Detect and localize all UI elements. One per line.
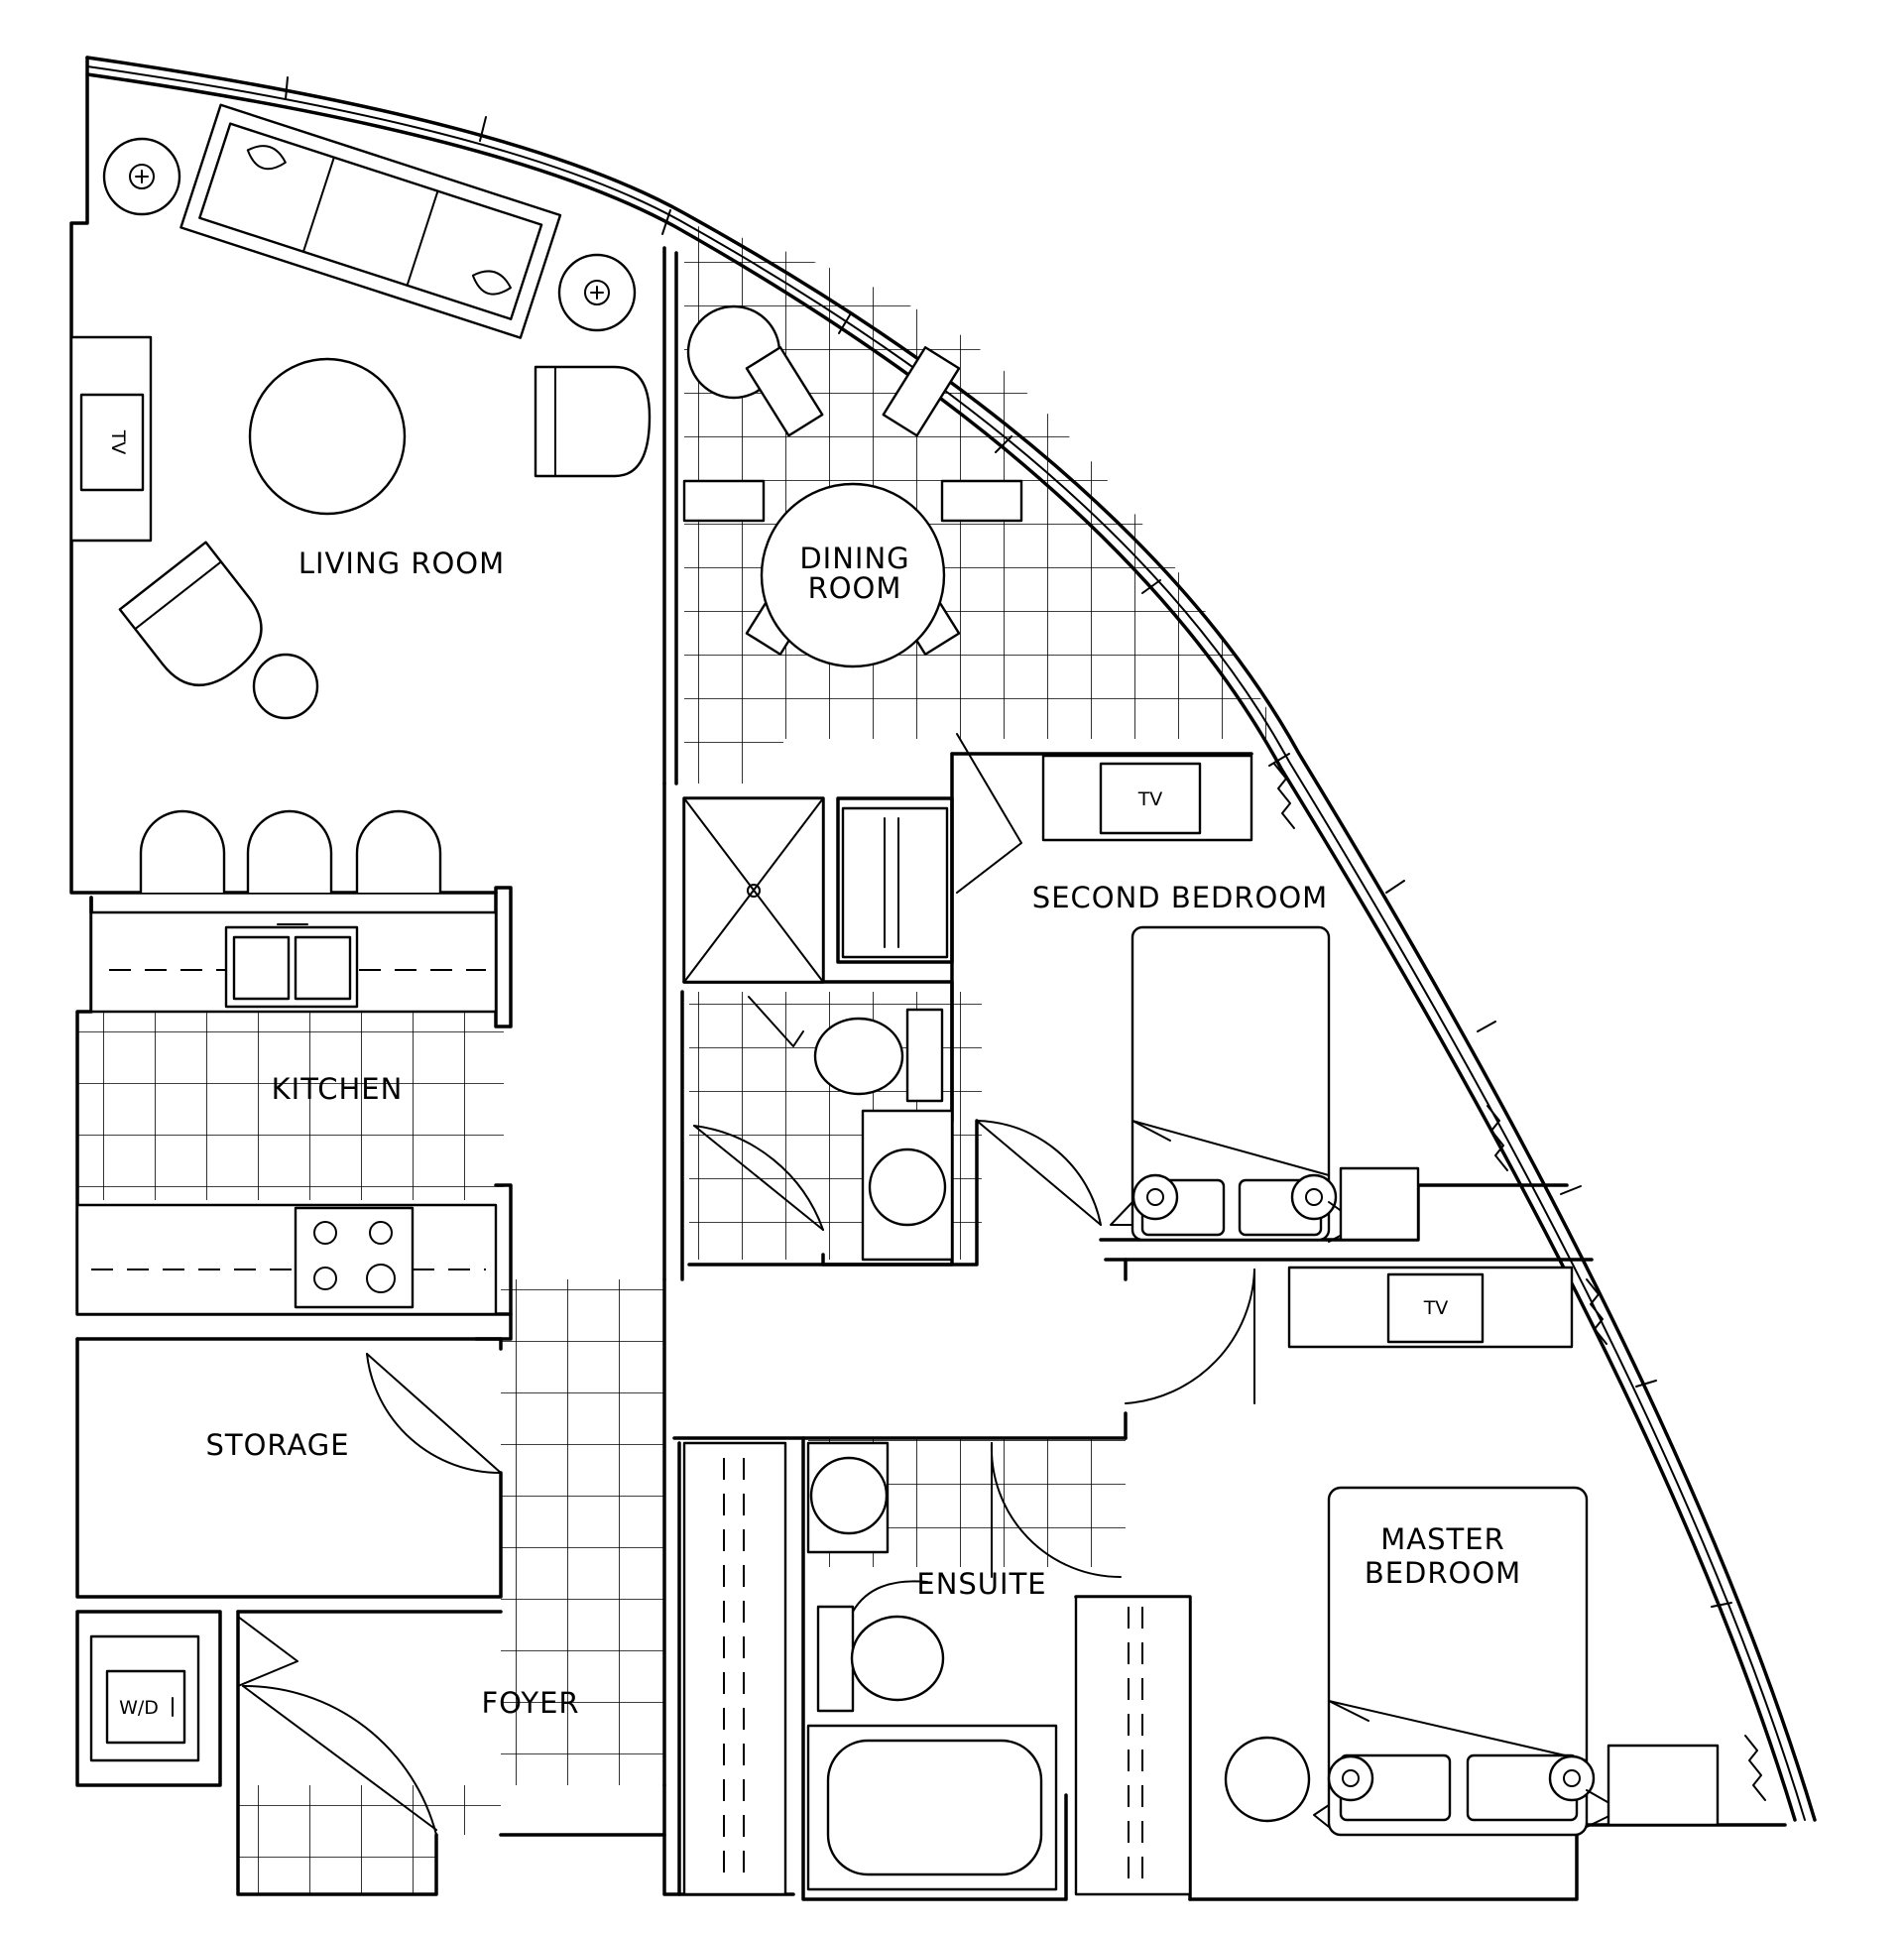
lamp-table-left — [102, 137, 181, 216]
room-label-second-bedroom: SECOND BEDROOM — [1032, 881, 1328, 914]
dining-room-furniture: DINING ROOM — [682, 304, 1023, 668]
room-label-storage: STORAGE — [205, 1428, 349, 1462]
kitchen-tile-floor — [77, 1012, 504, 1200]
stove — [294, 1206, 415, 1309]
curved-window-wall — [85, 56, 1817, 1822]
tv-console-living: TV — [69, 335, 153, 543]
tv-label-second-bedroom: TV — [1137, 788, 1163, 810]
tv-console-second-bedroom: TV — [1041, 754, 1253, 842]
kitchen-sink — [224, 923, 359, 1009]
ensuite-vanity — [806, 1441, 890, 1554]
bar-stools — [139, 809, 442, 893]
room-label-kitchen: KITCHEN — [272, 1072, 404, 1106]
tv-label-master-bedroom: TV — [1423, 1297, 1449, 1319]
vanity-second-bath — [861, 1109, 954, 1262]
door-swings — [237, 733, 1255, 1836]
toilet-second-bath — [813, 1008, 944, 1103]
wardrobe-master — [1074, 1595, 1192, 1896]
master-side-table — [1224, 1736, 1311, 1823]
bed-master-bedroom — [1313, 1486, 1622, 1837]
curtain-marks — [1273, 763, 1766, 1801]
tv-label-living: TV — [107, 429, 129, 455]
tv-console-master-bedroom: TV — [1287, 1266, 1574, 1349]
armchair-lower — [118, 541, 263, 686]
armchair-right — [534, 365, 652, 478]
room-label-dining-line1: DINING — [799, 542, 909, 575]
second-bedroom: TV SECOND BEDROOM — [1032, 754, 1420, 1243]
foyer-closet — [682, 1441, 787, 1896]
second-bath — [682, 796, 954, 1262]
sofa — [179, 103, 562, 339]
room-label-ensuite: ENSUITE — [916, 1567, 1046, 1601]
ensuite-toilet — [816, 1580, 945, 1713]
side-table — [252, 653, 319, 720]
room-label-foyer: FOYER — [481, 1686, 579, 1720]
kitchen: KITCHEN — [75, 910, 498, 1316]
master-bedroom: TV MASTER BEDROOM — [1074, 1266, 1720, 1896]
foyer-tile-floor — [238, 1279, 664, 1894]
bed-second-bedroom — [1110, 925, 1420, 1243]
coffee-table — [248, 357, 407, 516]
bathtub — [806, 1724, 1058, 1891]
room-label-master-line1: MASTER — [1380, 1522, 1504, 1556]
lamp-table-right — [557, 253, 637, 332]
dining-table — [760, 482, 946, 668]
ensuite: ENSUITE — [806, 1441, 1058, 1891]
room-label-dining-line2: ROOM — [808, 571, 902, 605]
room-label-master-line2: BEDROOM — [1365, 1556, 1521, 1590]
washer-dryer-label: W/D — [119, 1697, 159, 1719]
washer-dryer: W/D — [89, 1634, 200, 1762]
living-room-furniture: TV LIVING ROOM — [69, 103, 652, 893]
room-label-living-room: LIVING ROOM — [298, 546, 505, 580]
